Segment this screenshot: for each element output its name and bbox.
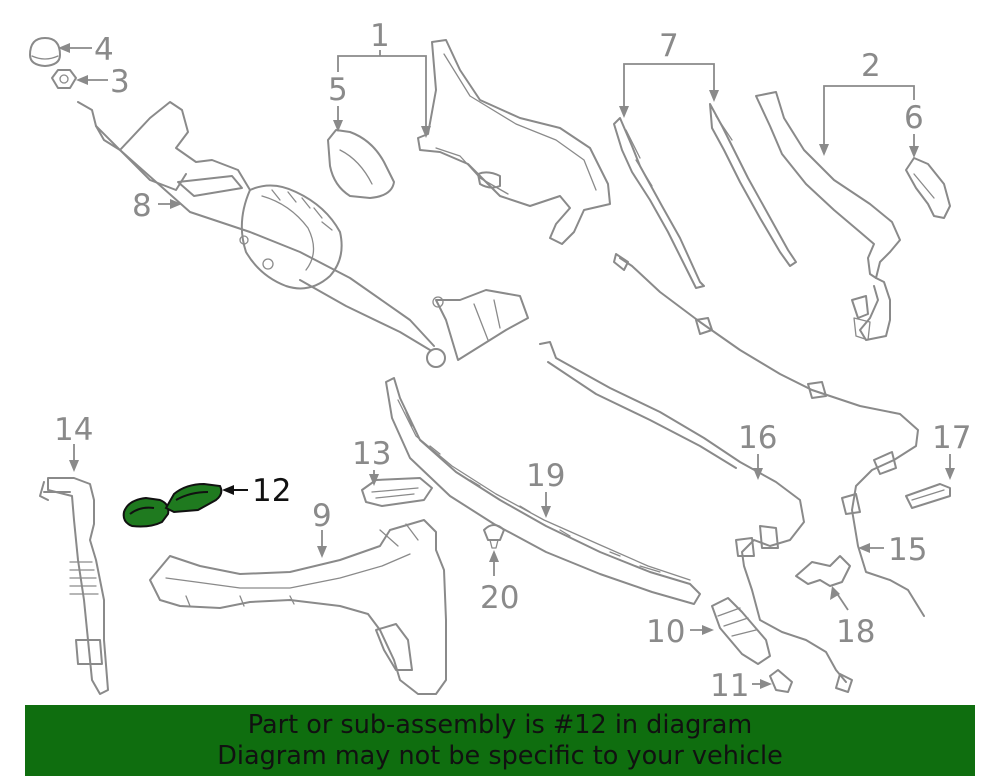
callout-4: 4 <box>94 32 114 68</box>
part-7-wiper-blades <box>613 103 797 289</box>
part-17-sensor <box>905 483 951 509</box>
callout-3: 3 <box>110 64 130 100</box>
banner-line-1: Part or sub-assembly is #12 in diagram <box>247 709 753 740</box>
part-8-wiper-linkage <box>77 101 529 368</box>
washer-hose <box>613 253 925 617</box>
part-3-nut <box>51 69 77 89</box>
callout-numbers: 1 2 3 4 5 6 7 8 9 10 11 12 13 14 15 16 1… <box>54 18 971 700</box>
part-13-insert <box>361 477 433 507</box>
part-4-cap <box>29 37 61 67</box>
part-16-hose <box>539 341 853 693</box>
parts-diagram: 1 2 3 4 5 6 7 8 9 10 11 12 13 14 15 16 1… <box>29 18 971 700</box>
callout-20: 20 <box>480 580 519 616</box>
callout-15: 15 <box>888 532 927 568</box>
part-18-bracket <box>795 555 851 587</box>
part-20-clip <box>483 524 505 549</box>
callout-16: 16 <box>738 420 777 456</box>
part-9-reservoir <box>149 519 447 695</box>
callout-1: 1 <box>370 18 390 54</box>
callout-18: 18 <box>836 614 875 650</box>
callout-8: 8 <box>132 188 152 224</box>
callout-2: 2 <box>861 48 881 84</box>
callout-11: 11 <box>710 668 749 700</box>
part-11-nozzle <box>769 669 793 693</box>
info-banner: Part or sub-assembly is #12 in diagram D… <box>25 705 975 776</box>
part-10-pump <box>711 597 771 665</box>
part-2-wiper-arm <box>755 91 901 341</box>
part-6-cap <box>905 157 951 219</box>
part-1-wiper-arm <box>417 39 611 245</box>
callout-9: 9 <box>312 498 332 534</box>
banner-line-2: Diagram may not be specific to your vehi… <box>217 740 783 771</box>
leader-lines <box>58 43 955 689</box>
callout-19: 19 <box>526 458 565 494</box>
callout-7: 7 <box>659 28 679 64</box>
callout-6: 6 <box>904 100 924 136</box>
part-14-hose <box>39 477 109 695</box>
callout-14: 14 <box>54 412 93 448</box>
callout-5: 5 <box>328 72 348 108</box>
callout-12-highlighted: 12 <box>252 473 291 509</box>
callout-13: 13 <box>352 436 391 472</box>
part-19-cowl-panel <box>385 377 701 605</box>
part-5-cap <box>327 129 395 199</box>
callout-10: 10 <box>646 614 685 650</box>
part-12-seal-highlighted <box>122 482 223 528</box>
callout-17: 17 <box>932 420 971 456</box>
